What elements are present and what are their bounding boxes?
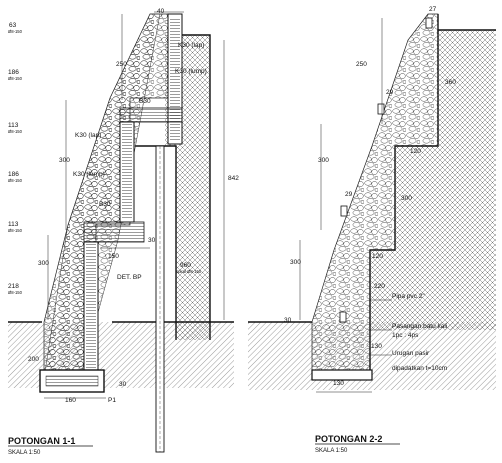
- sec1-dim-186a: 186: [8, 69, 19, 76]
- sec1-dim-218-sub: Ø8-150: [8, 290, 23, 295]
- sec1-dim-113b-sub: Ø8-150: [8, 228, 23, 233]
- sec2-title: POTONGAN 2-2: [315, 434, 382, 444]
- section-2-dim-lines: [299, 18, 392, 393]
- sec1-dim-960-sub: spiral Ø8-150: [176, 269, 202, 274]
- sec1-title: POTONGAN 1-1: [8, 436, 75, 446]
- sec1-label-k30-lap-2: K30 (lap): [75, 132, 101, 139]
- section-2-backfill: [370, 30, 496, 330]
- sec1-dim-250: 250: [116, 61, 127, 68]
- sec1-dim-218: 218: [8, 283, 19, 290]
- sec1-dim-186b: 186: [8, 171, 19, 178]
- sec1-label-det-bp: DET. BP: [117, 274, 142, 281]
- sec1-label-b30-2: B30: [99, 201, 111, 208]
- section-1-dim-lines: [44, 11, 225, 399]
- section-1-footing-rebar: [45, 375, 99, 387]
- section-2-pipe-4: [339, 311, 347, 323]
- sec1-dim-960: 960: [180, 262, 191, 269]
- sec2-dim-29a: 29: [386, 89, 394, 96]
- sec1-scale: SKALA 1:50: [8, 450, 41, 456]
- sec1-dim-63-sub: Ø8-150: [8, 29, 23, 34]
- sec1-label-k30-lump-2: K30 (lump): [73, 171, 105, 178]
- sec1-label-b30-1: B30: [139, 98, 151, 105]
- sec2-dim-300c: 300: [290, 259, 301, 266]
- section-1-soil-step: [135, 145, 177, 340]
- sec1-dim-186b-sub: Ø8-150: [8, 178, 23, 183]
- section-1-beam-1: [119, 107, 183, 123]
- sec2-note-sand-1: Urugan pasir: [392, 350, 430, 357]
- sec1-dim-842: 842: [228, 175, 239, 182]
- sec1-dim-300b: 300: [38, 260, 49, 267]
- section-1-step-3-rebar: [86, 244, 96, 368]
- sec1-dim-30b: 30: [148, 237, 156, 244]
- sec2-dim-30: 30: [284, 317, 292, 324]
- sec2-scale: SKALA 1:50: [315, 448, 348, 454]
- sec2-dim-27: 27: [429, 6, 437, 13]
- section-2-drawing: [248, 13, 496, 393]
- sec2-note-pipe: Pipa pvc 2": [392, 293, 425, 300]
- section-1-step-2-rebar: [122, 124, 132, 220]
- sec1-label-k30-lap-1: K30 (lap): [178, 42, 204, 49]
- section-1-drawing: [8, 11, 234, 453]
- sec1-dim-113a-sub: Ø8-150: [8, 129, 23, 134]
- section-2-step-line: [369, 30, 439, 378]
- sec2-dim-300a: 300: [318, 157, 329, 164]
- sec2-note-masonry-2: 1pc : 4ps: [392, 332, 419, 339]
- sec2-note-masonry-1: Pasangan batu kali: [392, 323, 447, 330]
- sec2-note-sand-2: dipadatkan t=10cm: [392, 365, 447, 372]
- section-1-beam-2: [83, 221, 145, 243]
- section-2-pipe-2: [377, 103, 385, 115]
- section-2-pipe-3: [340, 205, 348, 217]
- sec2-dim-360: 360: [445, 79, 456, 86]
- sec2-dim-120b: 120: [372, 253, 383, 260]
- section-2-pipe-1: [425, 17, 433, 29]
- sec1-dim-top: 40: [157, 8, 165, 15]
- sec2-dim-250: 250: [356, 61, 367, 68]
- sec2-dim-220: 220: [374, 283, 385, 290]
- section-2-footing: [311, 369, 373, 381]
- section-1-soil-line: [182, 34, 211, 340]
- sec1-dim-186a-sub: Ø8-150: [8, 76, 23, 81]
- section-2-soil-line: [437, 14, 496, 31]
- sec1-dim-113a: 113: [8, 122, 19, 129]
- sec1-dim-63: 63: [9, 22, 17, 29]
- sec2-dim-29b: 29: [345, 191, 353, 198]
- sec1-dim-200: 200: [28, 356, 39, 363]
- sec1-dim-300a: 300: [59, 157, 70, 164]
- sec1-dim-150: 150: [108, 253, 119, 260]
- sec2-dim-130b: 130: [333, 380, 344, 387]
- section-1-upper-wall-rebar: [170, 18, 180, 142]
- sec1-dim-30a: 30: [119, 381, 127, 388]
- sec1-label-p1: P1: [108, 397, 116, 404]
- sec1-dim-113b: 113: [8, 221, 19, 228]
- sec2-dim-300b: 300: [401, 195, 412, 202]
- sec1-label-k30-lump-1: K30 (lump): [175, 68, 207, 75]
- sec1-dim-160: 160: [65, 397, 76, 404]
- sec2-dim-130a: 130: [371, 343, 382, 350]
- sec2-dim-120a: 120: [410, 148, 421, 155]
